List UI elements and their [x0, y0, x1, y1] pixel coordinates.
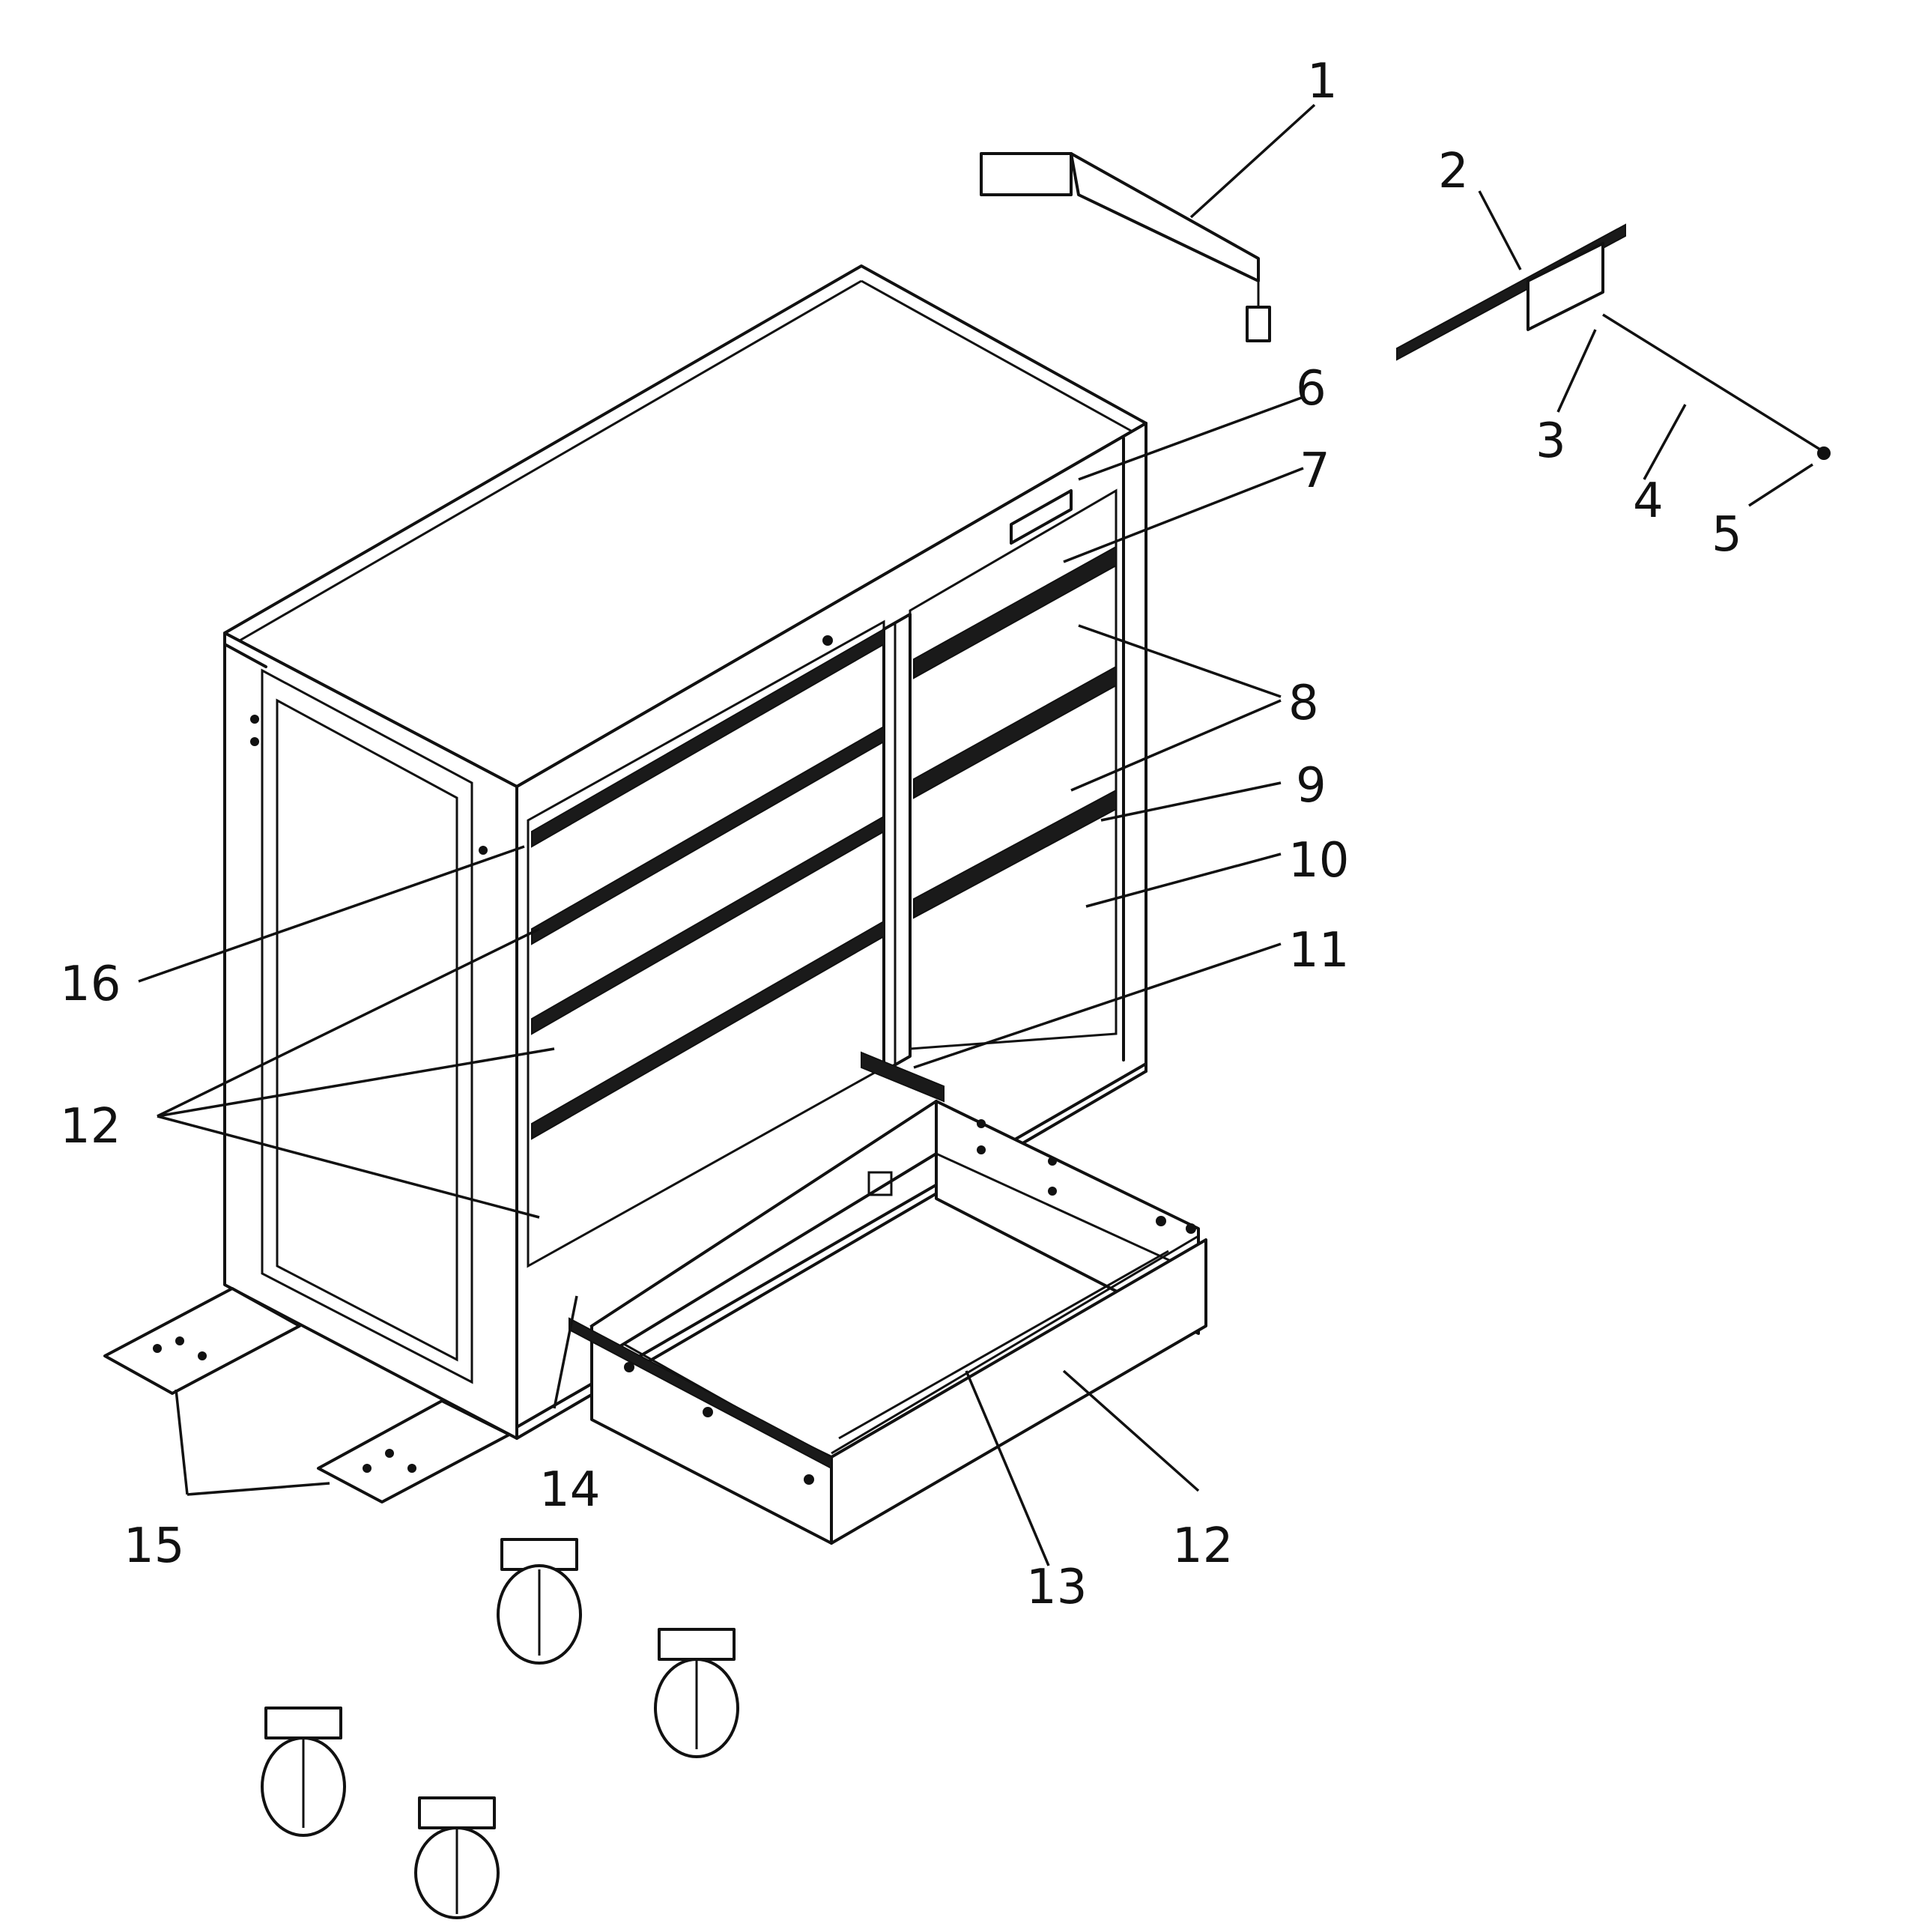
leader-lines — [138, 103, 1813, 1566]
callout-12-group: 12 — [60, 1099, 121, 1154]
caster-rear-right — [414, 1796, 500, 1919]
caster-front-right — [654, 1628, 739, 1758]
handle-part — [980, 152, 1271, 342]
casters — [261, 1538, 739, 1919]
callout-10: 10 — [1288, 833, 1349, 888]
callout-7: 7 — [1300, 443, 1330, 499]
callout-9: 9 — [1296, 758, 1327, 814]
callout-13: 13 — [1026, 1560, 1087, 1615]
slide-assembly — [1396, 223, 1831, 460]
callout-5: 5 — [1712, 507, 1742, 563]
callout-6: 6 — [1296, 361, 1327, 417]
open-drawer — [569, 1051, 1207, 1545]
callout-8: 8 — [1288, 676, 1319, 731]
cabinet-body — [223, 264, 1147, 1440]
callout-4: 4 — [1633, 473, 1664, 529]
base-plates — [103, 1287, 511, 1503]
caster-rear-left — [261, 1707, 346, 1837]
callout-1: 1 — [1307, 54, 1338, 109]
callout-12-drawer-front: 12 — [1172, 1518, 1233, 1574]
caster-front-left — [497, 1538, 582, 1665]
callout-16: 16 — [60, 957, 121, 1012]
callout-15: 15 — [124, 1518, 184, 1574]
callout-2: 2 — [1438, 144, 1469, 199]
callout-3: 3 — [1535, 414, 1566, 469]
callout-14: 14 — [539, 1462, 600, 1518]
callout-11: 11 — [1288, 923, 1349, 978]
callout-labels: 1 2 3 4 5 6 7 8 9 10 11 12 16 12 14 15 1… — [60, 54, 1742, 1615]
